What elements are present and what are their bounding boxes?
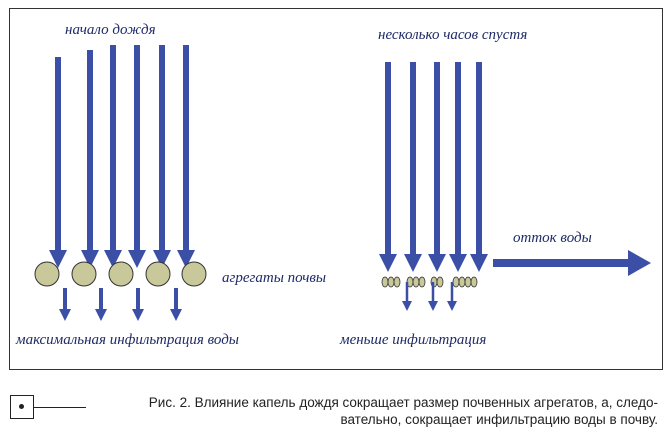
raindrop-arrow: [153, 45, 171, 268]
soil-aggregate: [71, 261, 97, 287]
small-soil-aggregate: [470, 276, 478, 288]
small-soil-aggregate: [452, 276, 460, 288]
infiltration-arrow: [170, 288, 182, 321]
figure-frame: [9, 8, 663, 370]
small-soil-aggregate: [412, 276, 420, 288]
raindrop-arrow: [104, 45, 122, 268]
left-bottom-label: максимальная инфильтрация воды: [16, 332, 239, 348]
soil-aggregate: [181, 261, 207, 287]
infiltration-arrow: [95, 288, 107, 321]
left-title: начало дождя: [65, 22, 156, 38]
small-soil-aggregate: [393, 276, 401, 288]
small-soil-aggregate: [387, 276, 395, 288]
figure-caption: Рис. 2. Влияние капель дождя сокращает р…: [98, 394, 658, 428]
soil-aggregate: [34, 261, 60, 287]
infiltration-arrow: [132, 288, 144, 321]
right-bottom-label: меньше инфильтрация: [340, 332, 487, 348]
raindrop-arrow: [449, 62, 467, 272]
infiltration-arrow: [402, 282, 412, 311]
raindrop-arrow: [177, 45, 195, 268]
soil-aggregate: [108, 261, 134, 287]
raindrop-arrow: [128, 45, 146, 268]
right-title: несколько часов спустя: [378, 27, 528, 43]
runoff-label: отток воды: [513, 230, 592, 246]
small-soil-aggregate: [458, 276, 466, 288]
small-soil-aggregate: [436, 276, 444, 288]
small-soil-aggregate: [418, 276, 426, 288]
caption-leader-line: [34, 407, 86, 408]
infiltration-arrow: [447, 282, 457, 311]
caption-line-2: вательно, сокращает инфильтрацию воды в …: [340, 412, 658, 427]
caption-line-1: Рис. 2. Влияние капель дождя сокращает р…: [148, 395, 658, 410]
soil-aggregate: [145, 261, 171, 287]
raindrop-arrow: [404, 62, 422, 272]
raindrop-arrow: [379, 62, 397, 272]
raindrop-arrow: [81, 50, 99, 268]
small-soil-aggregate: [464, 276, 472, 288]
raindrop-arrow: [428, 62, 446, 272]
figure-marker-icon: [10, 395, 34, 419]
raindrop-arrow: [470, 62, 488, 272]
small-soil-aggregate: [381, 276, 389, 288]
infiltration-arrow: [59, 288, 71, 321]
raindrop-arrow: [49, 57, 67, 268]
aggregates-label: агрегаты почвы: [222, 270, 327, 286]
runoff-arrow: [493, 250, 651, 276]
infiltration-arrow: [428, 282, 438, 311]
